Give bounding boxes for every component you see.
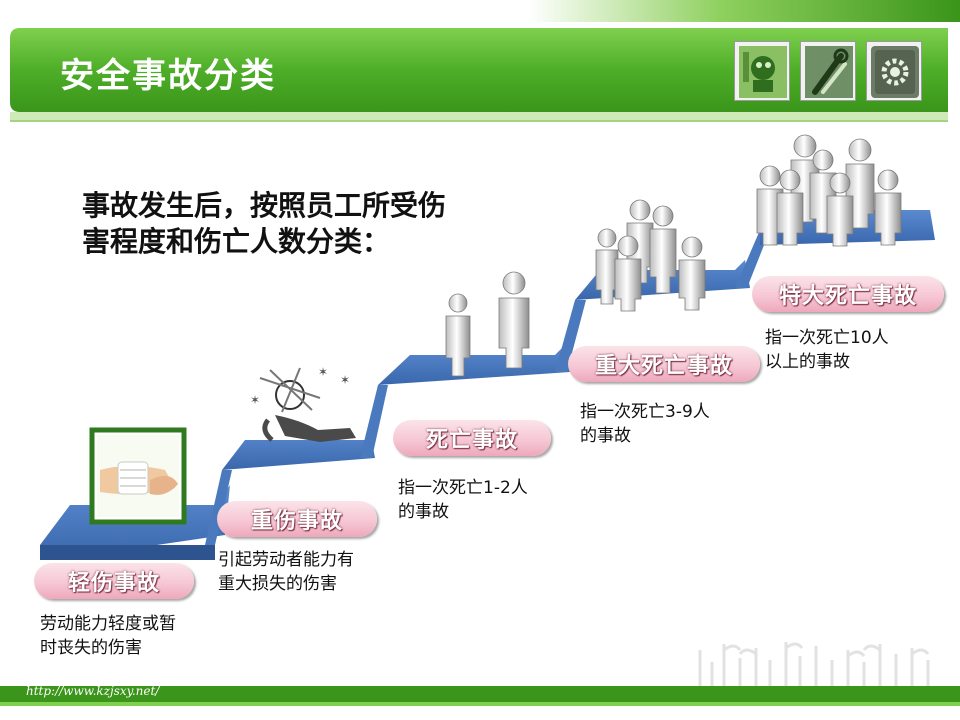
category-pill-fatal-accident: 死亡事故 [393, 420, 551, 456]
person-figures-group-large [756, 134, 902, 247]
footer-bar [0, 686, 960, 706]
category-pill-serious-injury: 重伤事故 [217, 501, 377, 537]
page-title: 安全事故分类 [60, 56, 276, 96]
desc-line: 重大损失的伤害 [218, 574, 337, 594]
intro-text: 事故发生后，按照员工所受伤 害程度和伤亡人数分类： [82, 188, 542, 260]
svg-text:✶: ✶ [318, 365, 328, 379]
svg-text:✶: ✶ [340, 373, 350, 387]
bandaged-arm-image [89, 427, 187, 525]
desc-line: 指一次死亡3-9人 [580, 402, 710, 422]
svg-text:✶: ✶ [250, 393, 260, 407]
header-bar: 安全事故分类 [0, 0, 960, 130]
robot-tools-icon [734, 41, 790, 101]
category-desc-major-fatal-accident: 指一次死亡3-9人 的事故 [580, 400, 710, 448]
category-desc-minor-injury: 劳动能力轻度或暂 时丧失的伤害 [40, 612, 176, 660]
desc-line: 以上的事故 [765, 352, 850, 372]
person-figures-group-medium [595, 199, 706, 312]
category-desc-extraordinary-fatal-accident: 指一次死亡10人 以上的事故 [765, 326, 889, 374]
injured-worker-figure: ✶ ✶ ✶ [250, 365, 356, 442]
intro-line-1: 事故发生后，按照员工所受伤 [82, 189, 447, 222]
intro-line-2: 害程度和伤亡人数分类： [82, 225, 391, 258]
grass-decoration [698, 642, 930, 690]
desc-line: 劳动能力轻度或暂 [40, 614, 176, 634]
wrench-screwdriver-icon [800, 41, 856, 101]
desc-line: 引起劳动者能力有 [218, 550, 354, 570]
desc-line: 的事故 [398, 502, 449, 522]
desc-line: 指一次死亡1-2人 [398, 478, 528, 498]
category-pill-extraordinary-fatal-accident: 特大死亡事故 [752, 276, 944, 312]
category-pill-minor-injury: 轻伤事故 [34, 563, 194, 599]
footer-url[interactable]: http://www.kzjsxy.net/ [26, 684, 160, 698]
desc-line: 时丧失的伤害 [40, 638, 142, 658]
desc-line: 指一次死亡10人 [765, 328, 889, 348]
category-desc-serious-injury: 引起劳动者能力有 重大损失的伤害 [218, 548, 354, 596]
gear-icon [866, 41, 922, 101]
person-figures-2 [445, 271, 530, 377]
category-desc-fatal-accident: 指一次死亡1-2人 的事故 [398, 476, 528, 524]
desc-line: 的事故 [580, 426, 631, 446]
header-background [0, 0, 960, 122]
category-pill-major-fatal-accident: 重大死亡事故 [568, 346, 760, 382]
